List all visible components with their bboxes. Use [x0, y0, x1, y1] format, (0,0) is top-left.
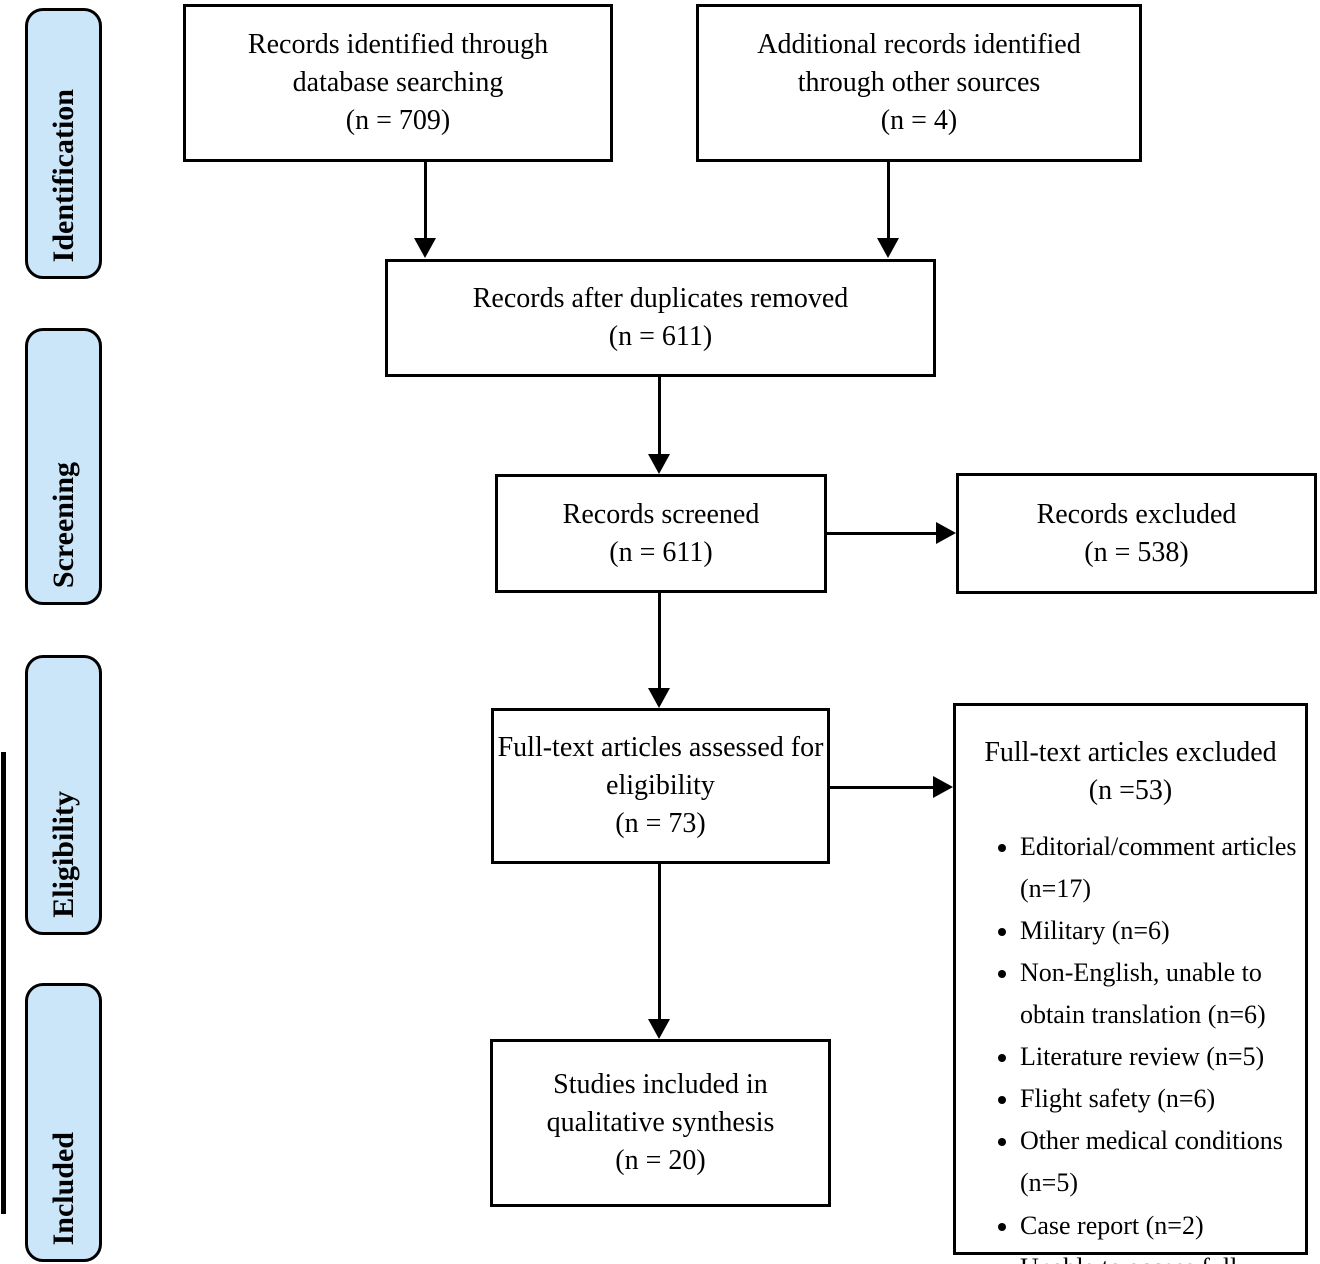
exclusion-reason: Non-English, unable to obtain translatio…: [1020, 952, 1301, 1036]
arrow-down-icon: [648, 1019, 670, 1039]
left-margin-line: [1, 752, 6, 1214]
box-records-identified: Records identified through database sear…: [183, 4, 613, 162]
arrow-down-icon: [648, 454, 670, 474]
arrow-fulltext-to-included-line: [658, 864, 661, 1020]
exclusion-reason: Unable to access full article (n=6): [1020, 1247, 1301, 1264]
arrow-fulltext-to-ftexcluded-line: [830, 786, 934, 789]
stage-identification-label: Identification: [46, 88, 80, 262]
arrow-down-icon: [414, 238, 436, 258]
arrow-identified-to-dedup-line: [424, 162, 427, 240]
arrow-additional-to-dedup-line: [887, 162, 890, 240]
exclusion-reason: Military (n=6): [1020, 910, 1301, 952]
arrow-screened-to-fulltext-line: [658, 593, 661, 689]
arrow-down-icon: [877, 238, 899, 258]
arrow-screened-to-excluded-line: [827, 532, 937, 535]
stage-included: Included: [25, 983, 102, 1262]
stage-eligibility-label: Eligibility: [46, 791, 80, 918]
box-fulltext-assessed: Full-text articles assessed for eligibil…: [491, 708, 830, 864]
exclusion-reason: Literature review (n=5): [1020, 1036, 1301, 1078]
arrow-down-icon: [648, 688, 670, 708]
box-fulltext-excluded: Full-text articles excluded (n =53) Edit…: [953, 703, 1308, 1264]
exclusion-reason: Other medical conditions (n=5): [1020, 1120, 1301, 1204]
box-records-excluded: Records excluded (n = 538): [956, 473, 1317, 594]
arrow-dedup-to-screened-line: [658, 377, 661, 454]
arrow-right-icon: [936, 522, 956, 544]
exclusion-reason: Editorial/comment articles (n=17): [1020, 826, 1301, 910]
arrow-right-icon: [933, 776, 953, 798]
box-additional-records: Additional records identified through ot…: [696, 4, 1142, 162]
stage-screening: Screening: [25, 328, 102, 605]
stage-included-label: Included: [46, 1131, 80, 1245]
fulltext-excluded-title: Full-text articles excluded (n =53): [984, 737, 1277, 806]
box-duplicates-removed: Records after duplicates removed (n = 61…: [385, 259, 936, 377]
stage-screening-label: Screening: [46, 461, 80, 588]
box-studies-included: Studies included in qualitative synthesi…: [490, 1039, 831, 1207]
exclusion-reason: Flight safety (n=6): [1020, 1078, 1301, 1120]
box-records-screened: Records screened (n = 611): [495, 474, 827, 593]
fulltext-excluded-list: Editorial/comment articles (n=17) Milita…: [956, 826, 1301, 1264]
stage-identification: Identification: [25, 8, 102, 279]
stage-eligibility: Eligibility: [25, 655, 102, 935]
exclusion-reason: Case report (n=2): [1020, 1205, 1301, 1247]
